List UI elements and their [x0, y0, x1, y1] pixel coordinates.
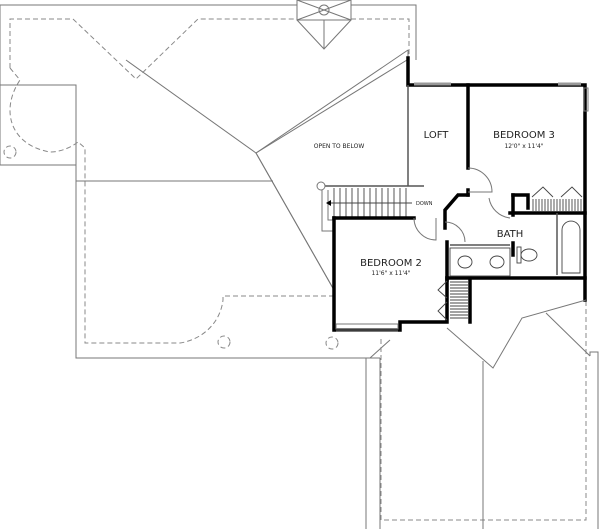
bedroom-3-dims: 12'0" x 11'4": [504, 143, 543, 150]
skylight-icon: [296, 0, 352, 50]
bath-label: BATH: [497, 229, 524, 240]
bath-fixtures: [449, 220, 581, 277]
stair-down-label: DOWN: [416, 201, 433, 207]
thin-walls: [407, 85, 558, 275]
door-swings: [413, 167, 511, 243]
roof-outline: [0, 4, 417, 529]
open-to-below-label: OPEN TO BELOW: [314, 143, 365, 150]
toilet-icon: [520, 248, 538, 262]
loft-label: LOFT: [424, 130, 450, 141]
windows: [335, 82, 589, 332]
bedroom-2-label: BEDROOM 2: [360, 258, 422, 269]
open-to-below-outline: [255, 59, 408, 291]
arrow-left-icon: [326, 200, 331, 206]
bedroom-2-dims: 11'6" x 11'4": [371, 270, 410, 277]
closet-bedroom-3: [531, 186, 583, 211]
garage-roof-outline: [365, 299, 599, 529]
toilet-tank-icon: [516, 246, 522, 264]
eave-dashes: [3, 18, 587, 521]
walls: [332, 56, 587, 332]
closet-bedroom-2: [437, 280, 468, 321]
sink-icon: [457, 255, 473, 269]
staircase: [316, 181, 424, 232]
bathtub-icon: [561, 220, 581, 274]
bedroom-3-label: BEDROOM 3: [493, 130, 555, 141]
sink-icon: [489, 255, 505, 269]
